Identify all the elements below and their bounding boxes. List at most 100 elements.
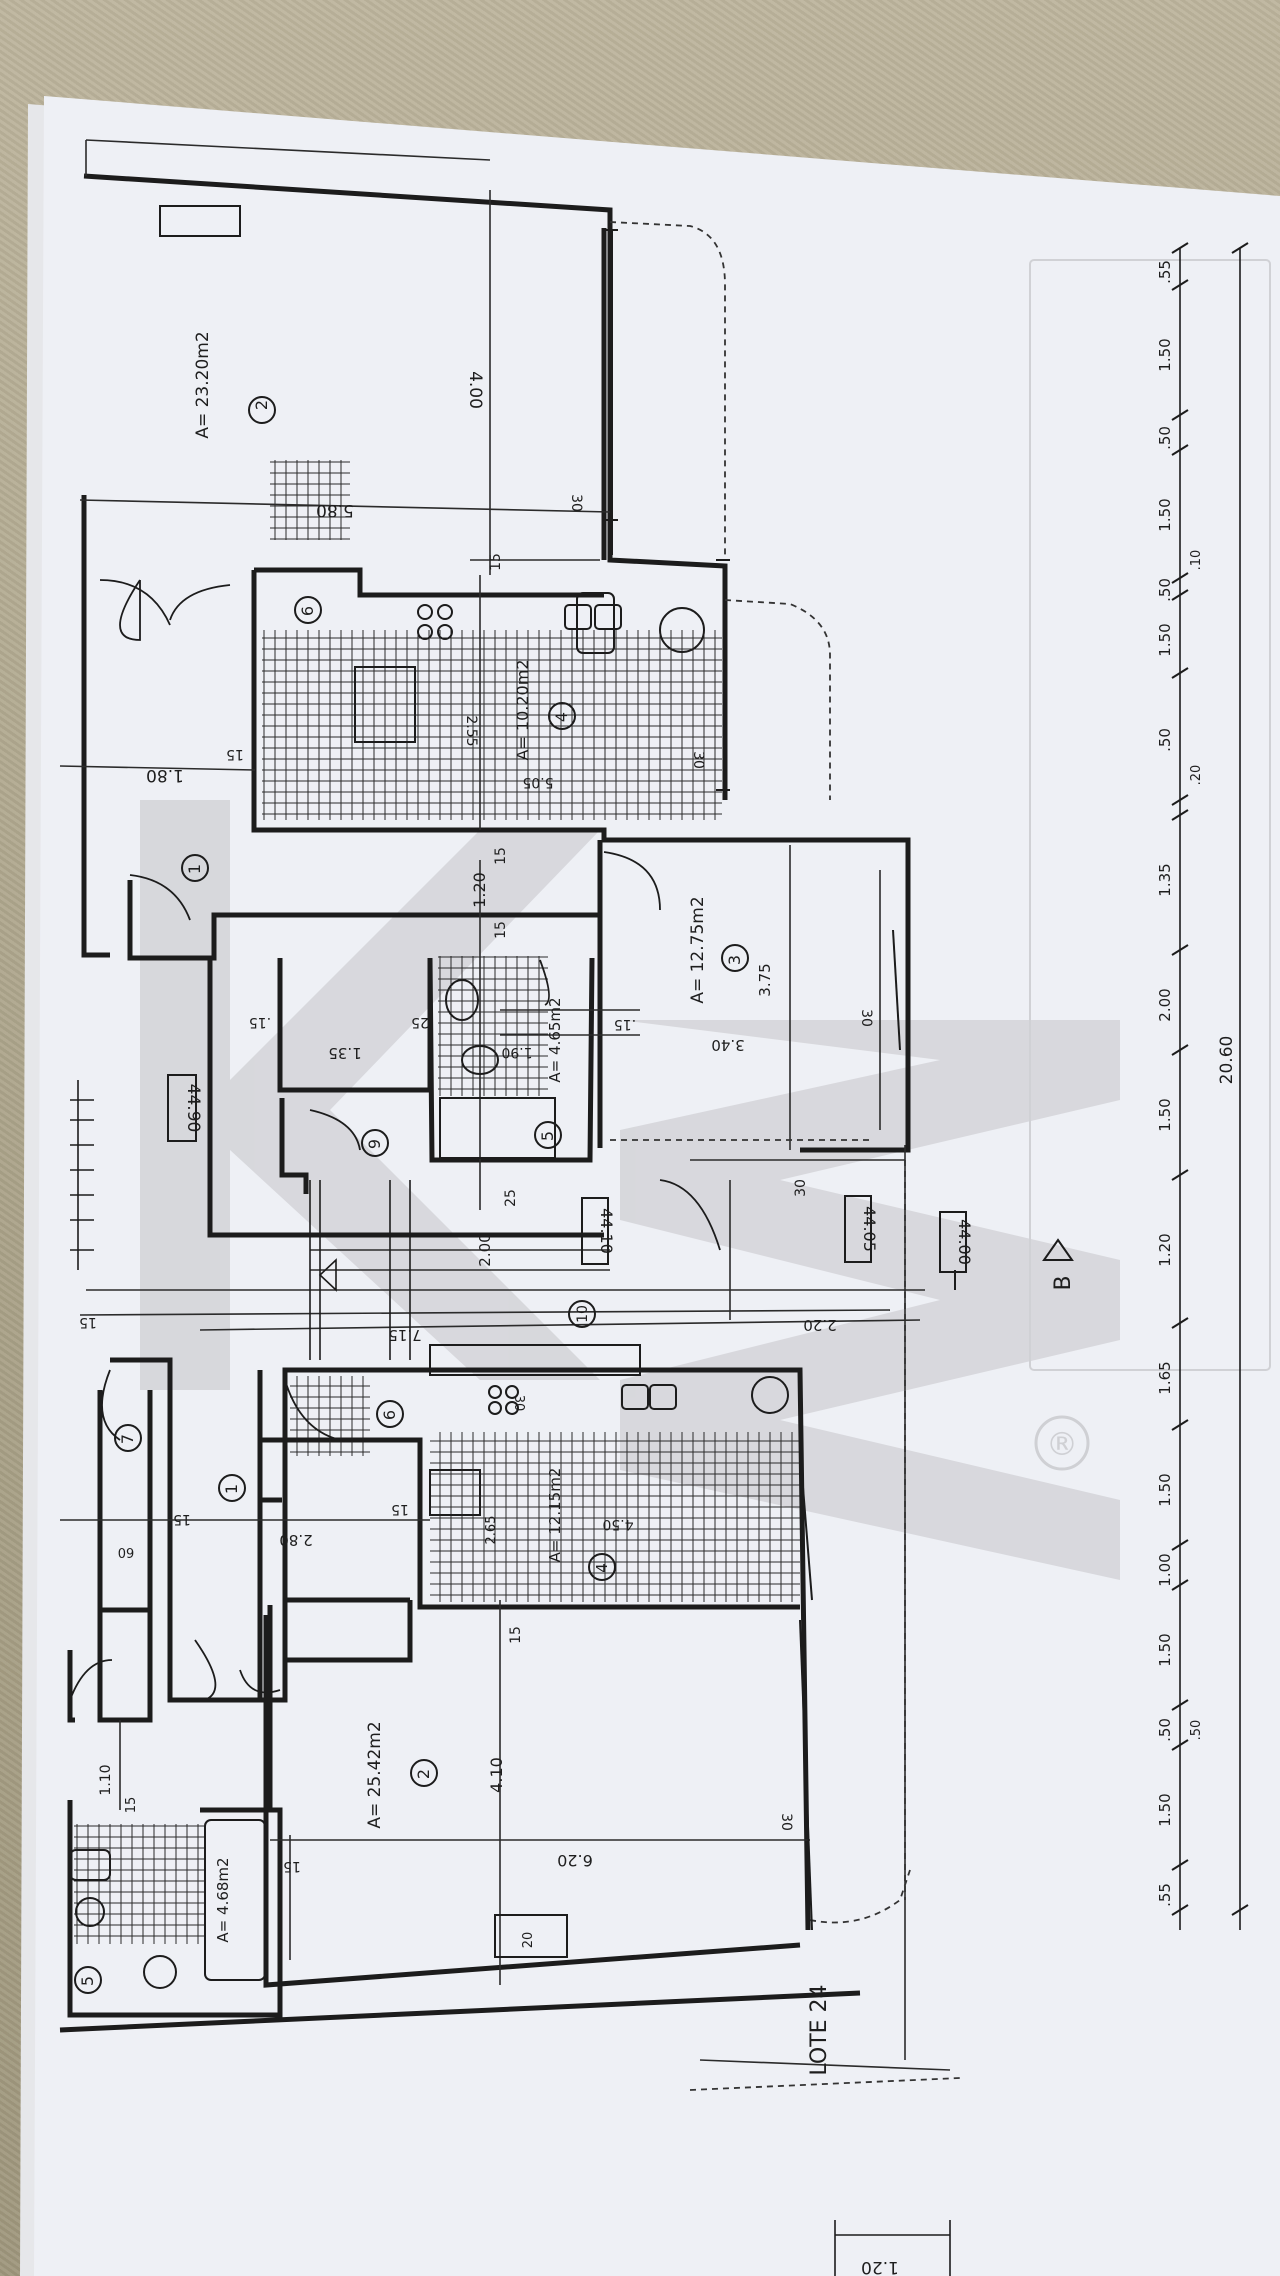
dim-15-l: 15 [283,1858,301,1874]
dim-3-40: 3.40 [711,1036,744,1054]
bdim-14: 1.50 [1156,1633,1174,1666]
level-44-10: 44.10 [597,1208,616,1254]
dim-1-20: 1.20 [470,872,489,908]
bsmall-1: .10 [1189,550,1204,571]
level-labels: 44.90 44.10 44.05 44.00 [183,1084,974,1265]
room-7-number: 7 [118,1434,137,1444]
room-1-lower-number: 1 [222,1484,241,1494]
stair-treads [70,1080,411,1360]
bdim-6: .50 [1156,728,1174,752]
room-9-number: 9 [365,1139,384,1149]
dim-2-20: 2.20 [803,1316,836,1334]
room-6-lower-number: 6 [380,1410,399,1420]
room-1-upper-number: 1 [185,864,204,874]
bdim-4: .50 [1156,578,1174,602]
level-44-90: 44.90 [183,1084,203,1133]
room-10-number: 10 [575,1305,591,1323]
room-4-lower-area: A= 12.15m2 [546,1468,564,1563]
interior-dimensions: 4.00 5.80 30 15 1.80 15 2.55 5.05 30 15 … [79,371,874,1948]
room-5-upper-area: A= 4.65m2 [546,997,564,1082]
dim-15-i: 15 [391,1501,409,1517]
dim-30-b: 30 [690,751,706,769]
bdim-15: .50 [1156,1718,1174,1742]
lot-label: LOTE 24 [807,1984,832,2075]
level-44-00: 44.00 [955,1219,974,1265]
dim-15-h: 15 [173,1511,191,1527]
dim-1-10: 1.10 [98,1764,114,1795]
bdim-3: 1.50 [1156,498,1174,531]
dim-7-15: 7.15 [388,1326,421,1344]
dim-4-00: 4.00 [465,371,485,409]
bdim-9: 1.50 [1156,1098,1174,1131]
registered-mark: ® [1046,1425,1078,1463]
section-marker-label: B [1051,1275,1076,1290]
bsmall-0: .20 [1189,765,1204,786]
dim-15-j: 15 [508,1626,524,1644]
dim-1-35: 1.35 [328,1044,361,1062]
bdim-10: 1.20 [1156,1233,1174,1266]
dim-30-e: 30 [511,1395,526,1412]
room-5-lower-area: A= 4.68m2 [214,1857,232,1942]
level-44-05: 44.05 [860,1206,879,1252]
room-labels: 2 A= 23.20m2 6 4 A= 10.20m2 1 3 A= 12.75… [78,331,744,1986]
bottom-dimension-labels: .55 1.50 .50 1.50 .50 1.50 .50 1.35 2.00… [1156,260,1237,1907]
dim-15-c: 15 [493,847,509,865]
bdim-0: .55 [1156,260,1174,284]
dim-15-f: .15 [614,1016,636,1032]
bdim-1: 1.50 [1156,338,1174,371]
room-2-upper-area: A= 23.20m2 [193,331,213,438]
room-5-lower-number: 5 [78,1976,97,1986]
room-3-number: 3 [725,955,744,965]
room-3-area: A= 12.75m2 [688,896,708,1003]
room-6-upper-number: 6 [298,606,317,616]
room-5-upper-number: 5 [538,1131,557,1141]
room-circles [74,396,749,1994]
dim-15-k: 15 [124,1797,139,1814]
bsmall-2: .50 [1189,1720,1204,1741]
dim-25-b: 25 [503,1189,519,1207]
dim-1-80: 1.80 [146,765,184,785]
terrace-outlines [609,221,961,2091]
dim-3-75: 3.75 [756,963,774,996]
dim-30-a: 30 [568,494,584,512]
window-marks [604,229,901,1931]
bdim-13: 1.00 [1156,1553,1174,1586]
dim-2-80: 2.80 [279,1531,312,1549]
dim-4-10: 4.10 [487,1757,506,1793]
dim-15-a: 15 [488,553,504,571]
tile-areas [74,460,800,1944]
bdim-2: .50 [1156,426,1174,450]
dim-5-80: 5.80 [316,500,354,520]
room-2-upper-number: 2 [252,400,271,410]
dim-30-c: 30 [858,1009,874,1027]
dim-2-00: 2.00 [476,1233,494,1266]
room-2-lower-number: 2 [414,1769,433,1779]
bdim-12: 1.50 [1156,1473,1174,1506]
dim-25-a: 25 [411,1014,429,1030]
dim-4-50: 4.50 [602,1516,633,1532]
registered-circle [1034,1415,1090,1471]
dim-30-f: 30 [778,1813,794,1831]
dim-20: 20 [521,1932,536,1949]
corner-dimension-label: 1.20 [861,2257,899,2276]
bdim-16: 1.50 [1156,1793,1174,1826]
fixtures [69,205,1271,1989]
section-marker: B [954,1238,1076,1291]
bdim-7: 1.35 [1156,863,1174,896]
dim-60: 60 [118,1544,135,1559]
dim-15-g: 15 [79,1314,97,1330]
dim-15-b: 15 [226,746,244,762]
dim-30-d: 30 [793,1179,809,1197]
bdim-5: 1.50 [1156,623,1174,656]
dim-5-05: 5.05 [522,774,553,790]
room-4-upper-number: 4 [552,712,571,722]
dim-6-20: 6.20 [557,1851,593,1870]
dim-2-65: 2.65 [484,1516,499,1545]
bdim-11: 1.65 [1156,1361,1174,1394]
dim-15-d: 15 [493,921,509,939]
bdim-17: .55 [1156,1883,1174,1907]
bottom-dimension-chain [1171,242,1249,1930]
corner-dimension: 1.20 [834,2220,951,2276]
bdim-8: 2.00 [1156,988,1174,1021]
